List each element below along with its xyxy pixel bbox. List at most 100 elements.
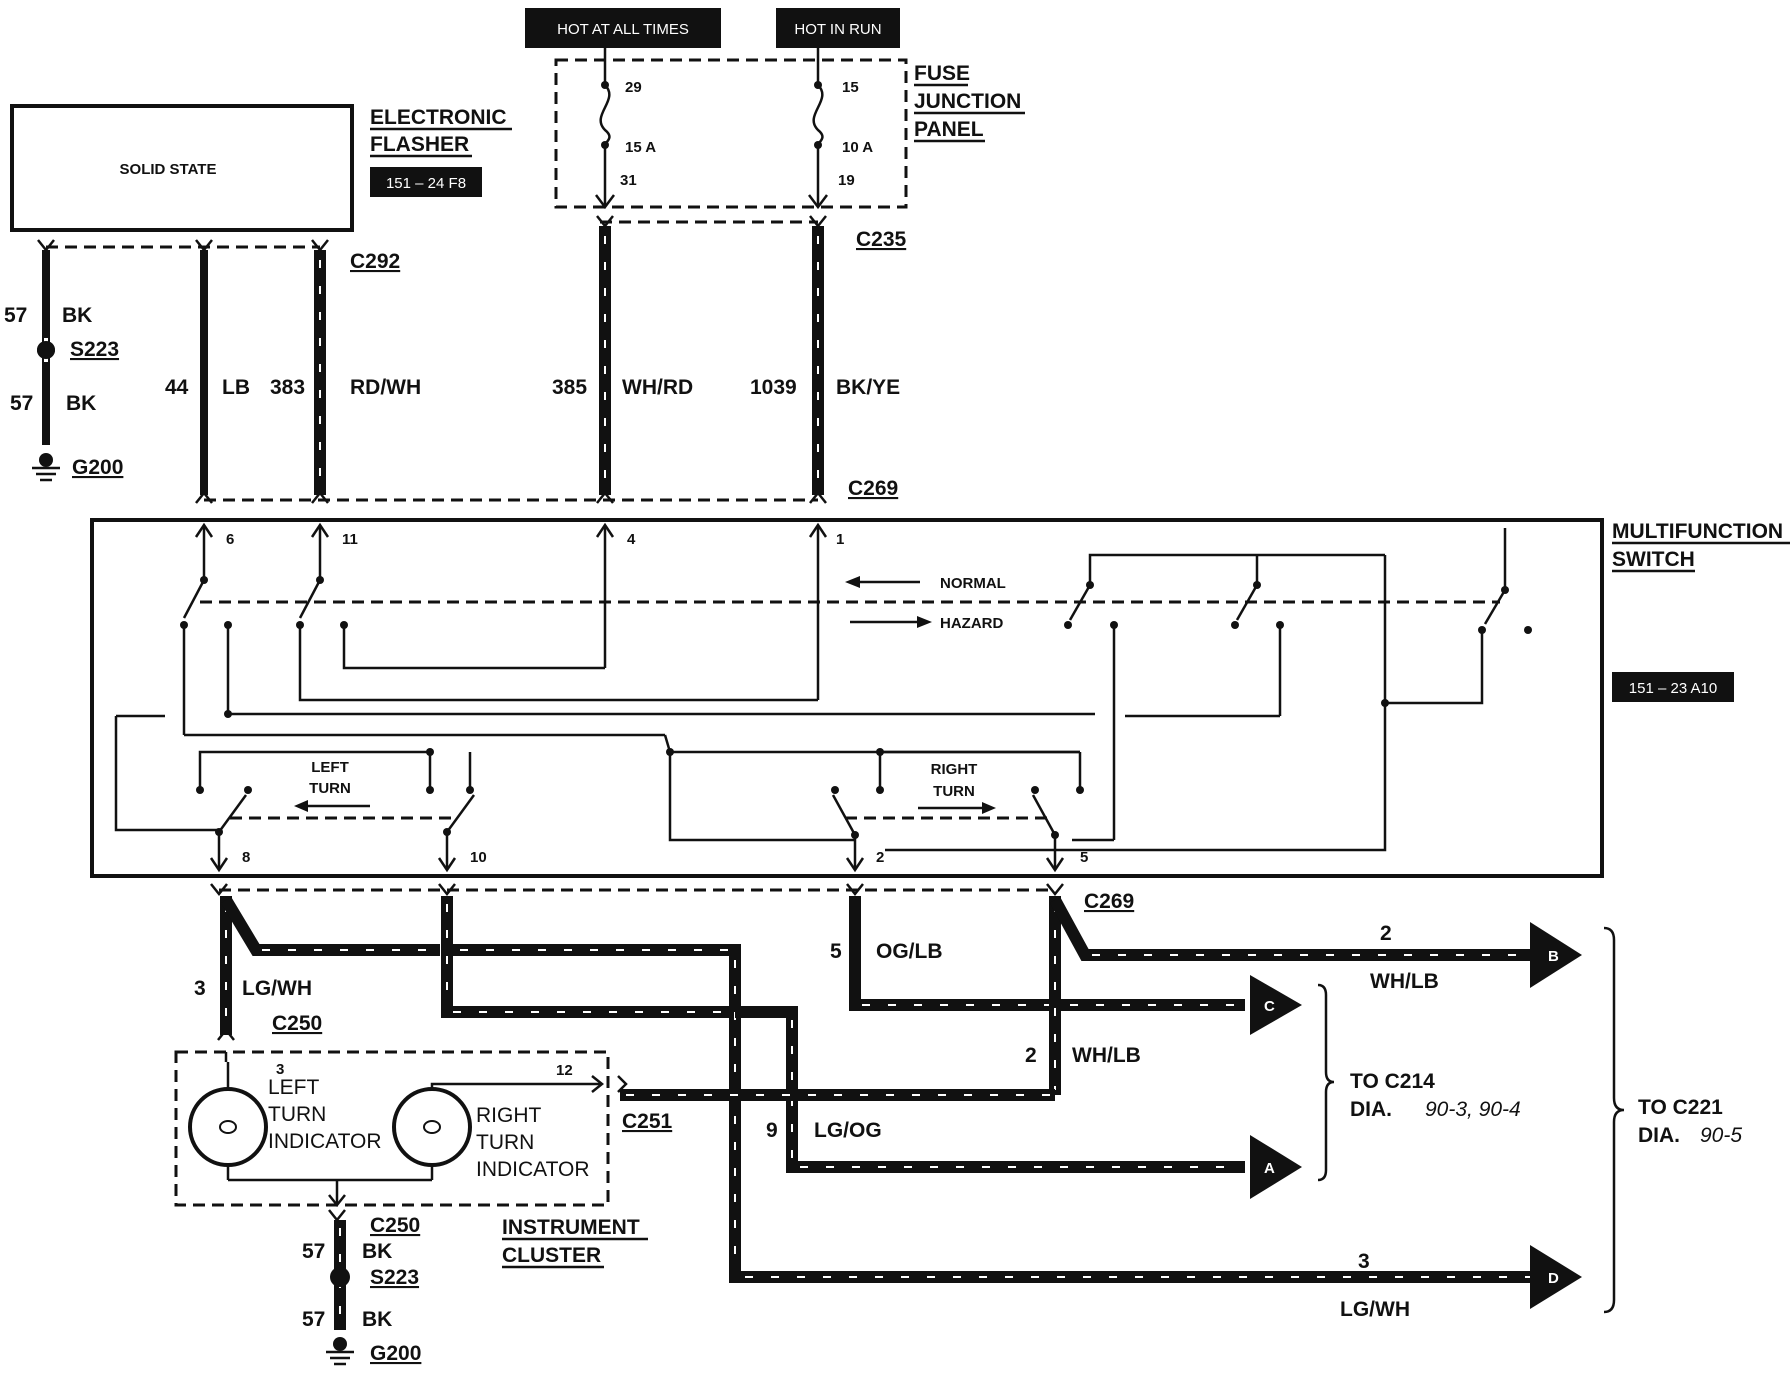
svg-text:BK/YE: BK/YE — [836, 376, 900, 399]
hot-at-all-times-tag: HOT AT ALL TIMES — [525, 8, 721, 48]
svg-text:44: 44 — [165, 376, 189, 399]
svg-text:15 A: 15 A — [625, 139, 656, 156]
svg-text:NORMAL: NORMAL — [940, 575, 1006, 592]
arrow-a: A — [1250, 1135, 1302, 1199]
svg-text:WH/RD: WH/RD — [622, 376, 693, 399]
svg-text:BK: BK — [362, 1308, 392, 1331]
svg-text:B: B — [1548, 948, 1559, 965]
svg-text:57: 57 — [4, 304, 27, 327]
svg-text:S223: S223 — [370, 1266, 419, 1289]
svg-text:C: C — [1264, 998, 1275, 1015]
hot-in-run-tag: HOT IN RUN — [776, 8, 900, 48]
svg-text:HOT IN RUN: HOT IN RUN — [794, 21, 881, 38]
svg-text:LG/WH: LG/WH — [1340, 1298, 1410, 1321]
svg-text:INDICATOR: INDICATOR — [268, 1130, 382, 1153]
svg-text:S223: S223 — [70, 338, 119, 361]
svg-text:G200: G200 — [370, 1342, 421, 1365]
svg-text:BK: BK — [66, 392, 96, 415]
wire-5-oglb: 5 OG/LB — [830, 883, 1245, 1011]
svg-text:FLASHER: FLASHER — [370, 133, 469, 156]
svg-text:1: 1 — [836, 531, 844, 548]
multifunction-switch: MULTIFUNCTION SWITCH 151 – 23 A10 6 11 4… — [90, 518, 1790, 878]
svg-text:TURN: TURN — [933, 783, 975, 800]
svg-text:LEFT: LEFT — [311, 759, 349, 776]
svg-text:DIA.: DIA. — [1350, 1098, 1392, 1121]
svg-text:10 A: 10 A — [842, 139, 873, 156]
switch-pin-2: 2 — [845, 835, 884, 873]
bracket-c221 — [1603, 926, 1625, 1314]
svg-text:RD/WH: RD/WH — [350, 376, 421, 399]
svg-text:9: 9 — [766, 1119, 778, 1142]
svg-text:LEFT: LEFT — [268, 1076, 320, 1099]
wire-385-whrd: 385 WH/RD — [552, 215, 693, 504]
hazard-arrow: HAZARD — [850, 615, 1003, 632]
switch-pin-4: 4 — [595, 522, 636, 668]
ref-c214: TO C214 DIA. 90-3, 90-4 — [1350, 1070, 1521, 1121]
arrow-c: C — [1250, 975, 1302, 1035]
svg-text:383: 383 — [270, 376, 305, 399]
svg-text:90-5: 90-5 — [1700, 1124, 1742, 1147]
left-turn-indicator-lamp: LEFT TURN INDICATOR — [188, 1062, 382, 1180]
svg-text:151 – 23 A10: 151 – 23 A10 — [1629, 680, 1717, 697]
svg-text:11: 11 — [342, 531, 358, 548]
svg-text:151 – 24 F8: 151 – 24 F8 — [386, 175, 466, 192]
svg-text:BK: BK — [362, 1240, 392, 1263]
svg-text:31: 31 — [620, 172, 637, 189]
svg-text:LG/OG: LG/OG — [814, 1119, 882, 1142]
svg-text:10: 10 — [470, 849, 487, 866]
svg-text:2: 2 — [876, 849, 884, 866]
svg-text:90-3, 90-4: 90-3, 90-4 — [1425, 1098, 1521, 1121]
wire-44-lb: 44 LB — [165, 239, 250, 504]
svg-text:HAZARD: HAZARD — [940, 615, 1003, 632]
fuse-right: 15 10 A 19 — [808, 48, 873, 210]
normal-arrow: NORMAL — [845, 575, 1006, 592]
switch-pin-10: 10 — [437, 832, 487, 873]
svg-text:FUSE: FUSE — [914, 62, 970, 85]
c292-label: C292 — [350, 250, 400, 273]
svg-text:TO C214: TO C214 — [1350, 1070, 1435, 1093]
svg-text:SWITCH: SWITCH — [1612, 548, 1695, 571]
svg-text:INDICATOR: INDICATOR — [476, 1158, 590, 1181]
ground-symbol-bottom — [326, 1337, 354, 1366]
svg-text:19: 19 — [838, 172, 855, 189]
svg-text:RIGHT: RIGHT — [931, 761, 978, 778]
svg-text:3: 3 — [276, 1061, 284, 1078]
svg-text:TURN: TURN — [476, 1131, 534, 1154]
svg-text:C251: C251 — [622, 1110, 673, 1133]
svg-text:CLUSTER: CLUSTER — [502, 1244, 601, 1267]
svg-text:TO C221: TO C221 — [1638, 1096, 1723, 1119]
wire-383-rdwh: 383 RD/WH — [270, 239, 421, 504]
fuse-left: 29 15 A 31 — [595, 48, 656, 210]
ground-wire-left: 57 BK S223 57 BK G200 — [4, 239, 123, 482]
c235-label: C235 — [856, 228, 907, 251]
svg-text:57: 57 — [302, 1308, 325, 1331]
fuse-junction-panel: 29 15 A 31 15 10 A 19 FUSE JUNCTION PANE… — [554, 48, 1025, 210]
svg-text:LB: LB — [222, 376, 250, 399]
svg-text:4: 4 — [627, 531, 636, 548]
svg-text:LG/WH: LG/WH — [242, 977, 312, 1000]
svg-text:57: 57 — [302, 1240, 325, 1263]
svg-text:DIA.: DIA. — [1638, 1124, 1680, 1147]
svg-text:HOT AT ALL TIMES: HOT AT ALL TIMES — [557, 21, 689, 38]
switch-pin-11: 11 — [310, 522, 358, 580]
svg-text:OG/LB: OG/LB — [876, 940, 943, 963]
svg-text:TURN: TURN — [309, 780, 351, 797]
svg-text:3: 3 — [1358, 1250, 1370, 1273]
switch-pin-8: 8 — [209, 832, 250, 873]
svg-text:INSTRUMENT: INSTRUMENT — [502, 1216, 640, 1239]
instrument-cluster: C250 3 12 LEFT TURN INDICATOR RIGHT TURN… — [174, 1012, 648, 1269]
svg-text:57: 57 — [10, 392, 33, 415]
svg-text:29: 29 — [625, 79, 642, 96]
svg-text:A: A — [1264, 1160, 1275, 1177]
bracket-c214 — [1317, 983, 1335, 1182]
switch-pin-5: 5 — [1045, 835, 1088, 873]
svg-text:RIGHT: RIGHT — [476, 1104, 542, 1127]
svg-text:JUNCTION: JUNCTION — [914, 90, 1021, 113]
c269-bottom-label: C269 — [1084, 890, 1134, 913]
svg-text:C250: C250 — [370, 1214, 420, 1237]
svg-text:WH/LB: WH/LB — [1072, 1044, 1141, 1067]
svg-text:TURN: TURN — [268, 1103, 326, 1126]
c251-connector: C251 — [617, 1075, 673, 1133]
svg-text:8: 8 — [242, 849, 250, 866]
